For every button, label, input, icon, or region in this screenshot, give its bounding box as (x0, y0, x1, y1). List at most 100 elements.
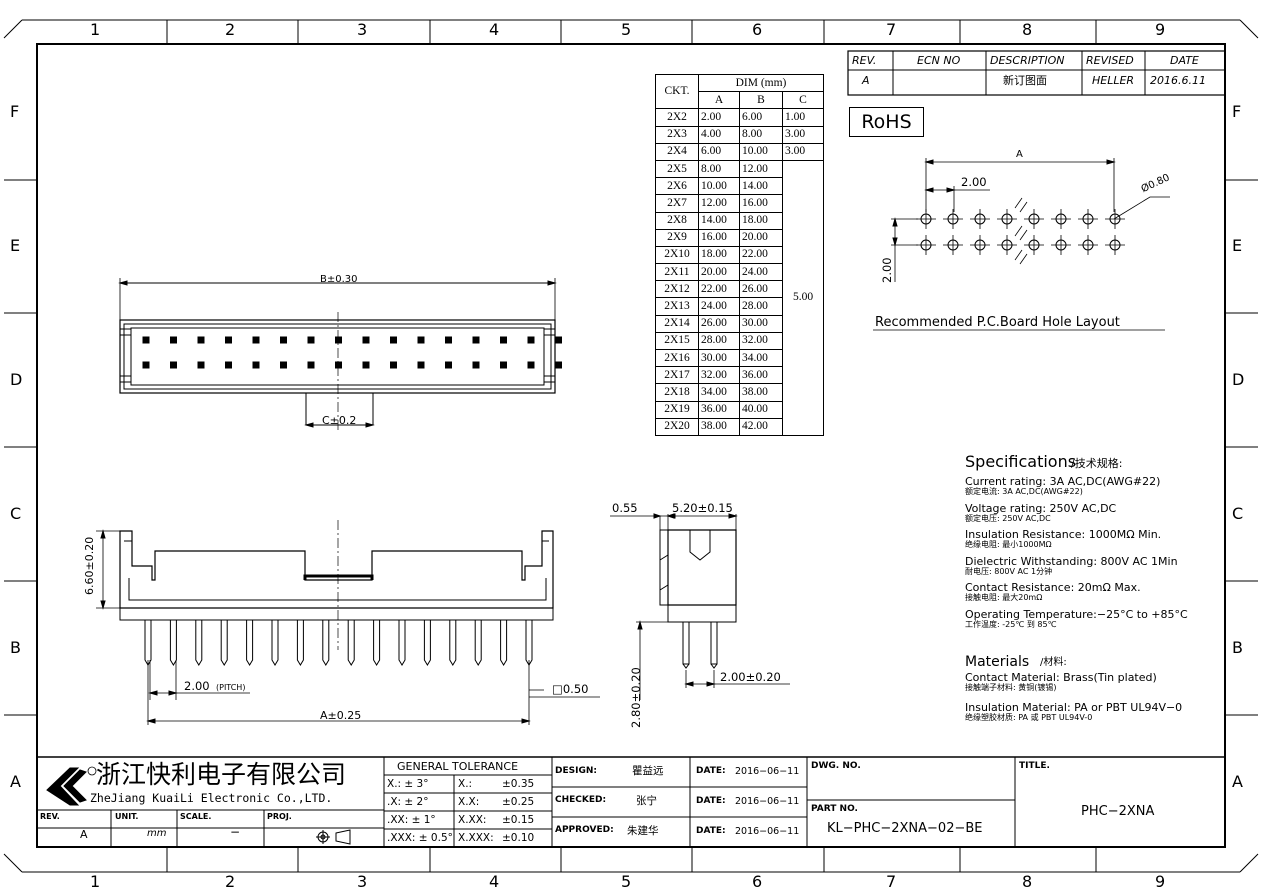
unit-value: mm (147, 828, 167, 839)
side-pin (322, 620, 330, 666)
dim-cell: 42.00 (739, 417, 783, 436)
scale-label: SCALE. (180, 812, 212, 821)
front-pin (390, 361, 397, 369)
side-pin (271, 620, 279, 666)
side-pin (398, 620, 406, 666)
front-pin (390, 336, 397, 344)
grid-col-bottom-1: 1 (90, 872, 101, 891)
materials-title-cn: /材料: (1040, 657, 1067, 668)
dim-cell: 28.00 (698, 331, 740, 351)
dim-cell: 2X17 (655, 366, 699, 385)
dim-cell: 40.00 (739, 400, 783, 419)
grid-col-bottom-5: 5 (621, 872, 632, 891)
dim-pitch-label: 2.00 (184, 679, 210, 693)
dim-cell: 2X18 (655, 383, 699, 402)
rev-label: REV. (40, 812, 60, 821)
dim-cell: 18.00 (739, 211, 783, 230)
dim-cell: 28.00 (739, 297, 783, 316)
dim-cell: 30.00 (698, 348, 740, 368)
pcb-caption: Recommended P.C.Board Hole Layout (875, 315, 1120, 330)
material-item: Contact Material: Brass(Tin plated) (965, 671, 1157, 684)
side-pin (246, 620, 254, 666)
front-pin (417, 336, 425, 344)
front-pin (362, 336, 370, 344)
side-pin (373, 620, 381, 666)
dim-cell: 38.00 (739, 383, 783, 402)
dim-c-label: C±0.2 (322, 414, 357, 427)
front-pin (527, 361, 535, 369)
date-header: DATE (1170, 54, 1199, 67)
grid-row-right-e: E (1232, 236, 1243, 255)
front-pin (225, 361, 232, 369)
side-pin (500, 620, 508, 666)
dim-cell: 10.00 (698, 177, 740, 196)
dim-cell: 3.00 (782, 125, 824, 144)
dwg-no-label: DWG. NO. (811, 761, 861, 771)
dim-cell: 32.00 (739, 331, 783, 351)
dim-cell: 34.00 (739, 348, 783, 368)
grid-col-bottom-2: 2 (225, 872, 236, 891)
date-label-2: DATE: (696, 796, 726, 806)
dim-cell: 36.00 (739, 366, 783, 385)
front-pin (225, 336, 232, 344)
scale-value: − (230, 825, 241, 839)
pcb-hole (1078, 235, 1098, 255)
grid-col-top-2: 2 (225, 20, 236, 39)
dim-cell: 4.00 (698, 125, 740, 144)
approved-label: APPROVED: (555, 825, 614, 835)
grid-col-top-9: 9 (1155, 20, 1166, 39)
date-value-1: 2016−06−11 (735, 766, 800, 777)
dim-cell: 22.00 (698, 280, 740, 299)
front-pin (252, 336, 260, 344)
tolerance-cell: .X: ± 2° (387, 796, 429, 808)
description-header: DESCRIPTION (990, 54, 1065, 67)
dim-cell: 1.00 (782, 108, 824, 127)
spec-item-cn: 耐电压: 800V AC 1分钟 (965, 566, 1053, 576)
pcb-a-label: A (1016, 149, 1023, 160)
ckt-header: CKT. (655, 73, 699, 110)
dim-cell: 2X4 (655, 142, 699, 161)
title-label: TITLE. (1019, 761, 1050, 771)
materials-title: Materials (965, 654, 1030, 670)
ecn-header: ECN NO (917, 54, 961, 67)
dim-cell: 2X11 (655, 263, 699, 282)
front-pin (335, 361, 342, 369)
material-item: Insulation Material: PA or PBT UL94V−0 (965, 701, 1183, 714)
grid-col-bottom-4: 4 (489, 872, 500, 891)
pcb-hole (970, 235, 990, 255)
grid-col-bottom-6: 6 (752, 872, 763, 891)
dim-cell: 20.00 (698, 263, 740, 282)
grid-row-left-c: C (10, 504, 22, 523)
col-b-header: B (739, 91, 783, 110)
checked-value: 张宁 (636, 795, 657, 807)
front-pin (445, 336, 452, 344)
dim-cell: 26.00 (739, 280, 783, 299)
side-view-drawing (96, 520, 600, 725)
revised-header: REVISED (1086, 54, 1134, 67)
grid-row-left-d: D (10, 370, 23, 389)
date-label-3: DATE: (696, 826, 726, 836)
rev-header: REV. (852, 54, 877, 67)
checked-label: CHECKED: (555, 795, 607, 805)
spec-item: Insulation Resistance: 1000MΩ Min. (965, 528, 1162, 541)
side-pin (347, 620, 355, 666)
grid-col-top-3: 3 (357, 20, 368, 39)
dim-header: DIM (mm) (698, 73, 824, 93)
dim-cell: 12.00 (698, 194, 740, 213)
front-pin (527, 336, 535, 344)
grid-row-right-f: F (1232, 102, 1242, 121)
dim-cell: 2X7 (655, 194, 699, 213)
pcb-hole (1105, 235, 1125, 255)
dim-cell: 20.00 (739, 228, 783, 247)
date-label-1: DATE: (696, 766, 726, 776)
rev-value-tb: A (80, 828, 88, 841)
pcb-hole (943, 209, 963, 229)
dim-cell: 3.00 (782, 142, 824, 161)
title-block-lines (36, 756, 1226, 848)
tolerance-cell: X.X: (458, 796, 480, 808)
